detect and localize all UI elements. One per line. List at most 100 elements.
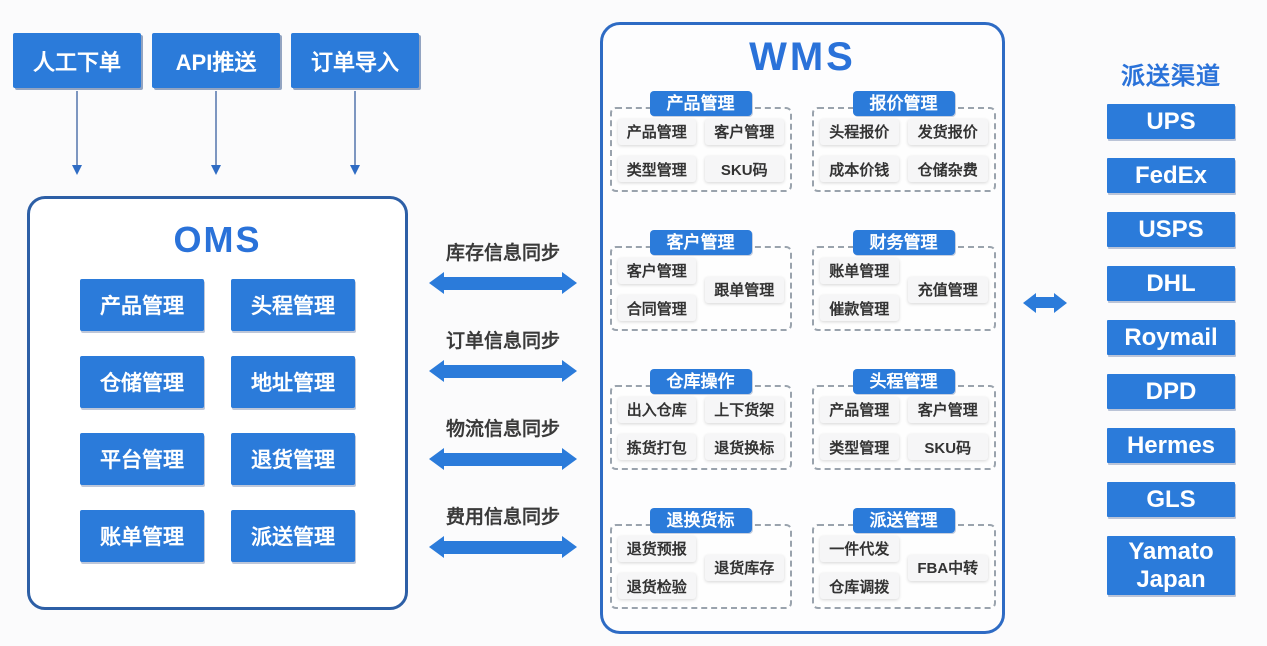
wms-section-item: 客户管理: [908, 396, 988, 423]
wms-section-items: 客户管理跟单管理合同管理: [617, 255, 784, 324]
wms-section: 报价管理 头程报价发货报价成本价钱仓储杂费: [811, 91, 996, 192]
wms-section-item: SKU码: [705, 156, 784, 183]
wms-section-item: 退货库存: [705, 554, 784, 581]
wms-section-item: 拣货打包: [617, 434, 696, 461]
wms-section-item: 上下货架: [705, 396, 784, 423]
oms-title: OMS: [173, 219, 262, 260]
wms-section: 派送管理 一件代发 FBA中转仓库调拨: [811, 508, 996, 609]
wms-section-items: 一件代发 FBA中转仓库调拨: [819, 533, 988, 602]
oms-module-button: 派送管理: [231, 510, 355, 562]
channel-button: USPS: [1107, 212, 1235, 247]
wms-section-item: 账单管理: [819, 257, 899, 284]
wms-section-item: 产品管理: [617, 118, 696, 145]
sync-link-label: 库存信息同步: [445, 243, 560, 264]
oms-panel: OMS 产品管理头程管理仓储管理地址管理平台管理退货管理账单管理派送管理: [27, 196, 408, 610]
wms-section-items: 出入仓库上下货架拣货打包退货换标: [617, 394, 784, 463]
order-source-button: 人工下单: [13, 33, 141, 88]
wms-section: 退换货标 退货预报退货库存退货检验: [609, 508, 792, 609]
wms-section: 头程管理 产品管理客户管理类型管理 SKU码: [811, 369, 996, 470]
wms-section-item: 产品管理: [819, 396, 899, 423]
down-arrow-icon: [210, 91, 221, 175]
wms-section-item: 仓库调拨: [819, 573, 899, 600]
down-arrow-icon: [349, 91, 360, 175]
channel-button: Roymail: [1107, 320, 1235, 355]
oms-module-button: 账单管理: [80, 510, 204, 562]
channel-button: GLS: [1107, 482, 1235, 517]
wms-section-title: 产品管理: [649, 91, 752, 116]
channel-button: Hermes: [1107, 428, 1235, 463]
wms-section-item: 一件代发: [819, 535, 899, 562]
wms-section-item: SKU码: [908, 434, 988, 461]
wms-section-item: 客户管理: [617, 257, 696, 284]
wms-section-title: 派送管理: [852, 508, 955, 533]
oms-module-grid: 产品管理头程管理仓储管理地址管理平台管理退货管理账单管理派送管理: [30, 279, 405, 562]
wms-title: WMS: [749, 35, 856, 79]
wms-section-item: 头程报价: [819, 118, 899, 145]
wms-section-items: 退货预报退货库存退货检验: [617, 533, 784, 602]
wms-section-item: 成本价钱: [819, 156, 899, 183]
wms-section-item: FBA中转: [908, 554, 988, 581]
oms-module-button: 仓储管理: [80, 356, 204, 408]
order-source-cell: API推送: [152, 33, 280, 175]
sync-link-label: 物流信息同步: [445, 419, 560, 440]
wms-section-title: 客户管理: [649, 230, 752, 255]
sync-links: 库存信息同步 订单信息同步 物流信息同步 费用信息同步: [428, 238, 578, 590]
wms-section-title: 头程管理: [852, 369, 955, 394]
wms-section: 客户管理 客户管理跟单管理合同管理: [609, 230, 792, 331]
wms-section-title: 报价管理: [852, 91, 955, 116]
wms-section-item: 合同管理: [617, 295, 696, 322]
bidirectional-arrow-icon: [429, 536, 577, 558]
sync-link-label: 订单信息同步: [445, 331, 560, 352]
down-arrow-icon: [71, 91, 82, 175]
wms-section-item: 仓储杂费: [908, 156, 988, 183]
wms-section-item: 跟单管理: [705, 276, 784, 303]
wms-section-title: 退换货标: [649, 508, 752, 533]
sync-link: 费用信息同步: [428, 502, 578, 558]
oms-module-button: 平台管理: [80, 433, 204, 485]
sync-link-label: 费用信息同步: [445, 507, 560, 528]
order-source-cell: 订单导入: [291, 33, 419, 175]
channel-button: DPD: [1107, 374, 1235, 409]
channel-button: FedEx: [1107, 158, 1235, 193]
order-sources: 人工下单 API推送 订单导入: [13, 33, 419, 175]
channel-button: UPS: [1107, 104, 1235, 139]
wms-section: 仓库操作 出入仓库上下货架拣货打包退货换标: [609, 369, 792, 470]
bidirectional-arrow-icon: [429, 272, 577, 294]
channels-title: 派送渠道: [1121, 63, 1221, 90]
wms-section-items: 账单管理充值管理催款管理: [819, 255, 988, 324]
wms-section-item: 类型管理: [819, 434, 899, 461]
wms-section-item: 充值管理: [908, 276, 988, 303]
wms-section-item: 客户管理: [705, 118, 784, 145]
oms-module-button: 退货管理: [231, 433, 355, 485]
order-source-button: 订单导入: [291, 33, 419, 88]
wms-section-items: 头程报价发货报价成本价钱仓储杂费: [819, 116, 988, 185]
wms-section-item: 类型管理: [617, 156, 696, 183]
wms-section-items: 产品管理客户管理类型管理 SKU码: [617, 116, 784, 185]
bidirectional-arrow-icon: [429, 448, 577, 470]
sync-link: 库存信息同步: [428, 238, 578, 294]
oms-module-button: 头程管理: [231, 279, 355, 331]
wms-section-item: 出入仓库: [617, 396, 696, 423]
wms-section: 财务管理 账单管理充值管理催款管理: [811, 230, 996, 331]
bidirectional-arrow-icon: [429, 360, 577, 382]
wms-section-item: 退货预报: [617, 535, 696, 562]
wms-section-item: 催款管理: [819, 295, 899, 322]
wms-section-item: 退货换标: [705, 434, 784, 461]
order-source-cell: 人工下单: [13, 33, 141, 175]
sync-link: 物流信息同步: [428, 414, 578, 470]
oms-module-button: 地址管理: [231, 356, 355, 408]
wms-channels-arrow-icon: [1023, 292, 1067, 313]
wms-section-items: 产品管理客户管理类型管理 SKU码: [819, 394, 988, 463]
channel-button: Yamato Japan: [1107, 536, 1235, 596]
sync-link: 订单信息同步: [428, 326, 578, 382]
order-source-button: API推送: [152, 33, 280, 88]
wms-section-item: 发货报价: [908, 118, 988, 145]
wms-section-title: 仓库操作: [649, 369, 752, 394]
oms-module-button: 产品管理: [80, 279, 204, 331]
wms-section-title: 财务管理: [852, 230, 955, 255]
channel-button: DHL: [1107, 266, 1235, 301]
